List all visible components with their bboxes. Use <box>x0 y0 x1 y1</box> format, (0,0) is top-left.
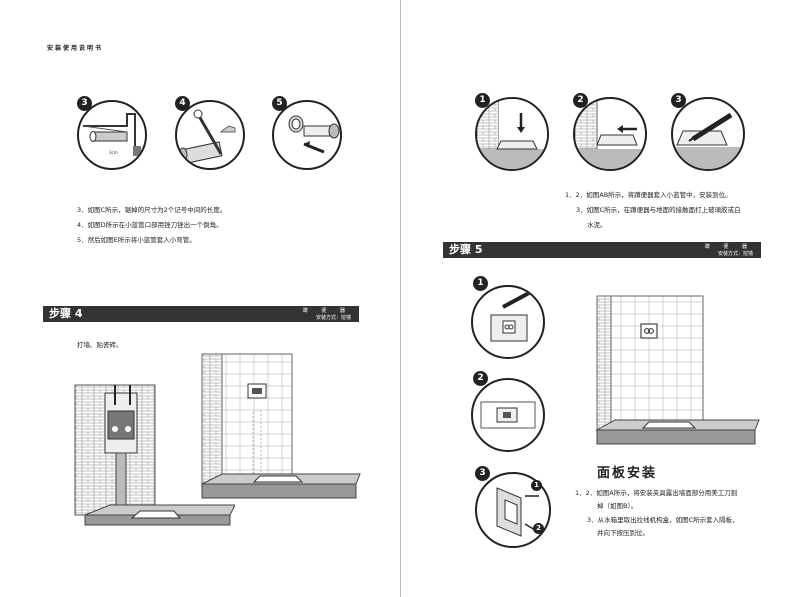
panel-step-2-illustration <box>471 378 545 452</box>
panel-instruction-line: 1．2．如图A所示，将安装夹具露出墙面部分用美工刀割 <box>575 489 738 497</box>
install-step-3-illustration <box>671 97 745 171</box>
instruction-line: 3．如图C所示，锯掉的尺寸为2个记号中间的长度。 <box>77 206 227 214</box>
step-4-illustration <box>175 100 245 170</box>
product-label: 蹲 便 器 <box>704 244 753 250</box>
trimmed-bracket-drawing <box>480 401 536 429</box>
step-number-badge: 1 <box>475 93 490 108</box>
install-step-1-illustration <box>475 97 549 171</box>
instruction-line: 5．然后如图E所示将小蓝管套入小弯管。 <box>77 236 196 244</box>
pan-push-drawing <box>575 99 645 169</box>
install-method-label: 安装方式：挖墙 <box>315 315 351 321</box>
instruction-line: 3．如图C所示，在蹲便器与地面的接触面打上玻璃胶或白 <box>576 206 741 214</box>
step-3-illustration: 3cm <box>77 100 147 170</box>
pipe-insert-drawing <box>288 115 340 154</box>
callout-badge: 2 <box>533 523 544 534</box>
saw-cutting-drawing: 3cm <box>82 113 141 156</box>
mount-panel-drawing <box>496 487 539 537</box>
wall-frame-illustration <box>74 384 235 526</box>
step-number-badge: 5 <box>272 96 287 111</box>
step-number-badge: 1 <box>473 276 488 291</box>
instruction-line: 水泥。 <box>587 221 607 229</box>
callout-badge: 1 <box>531 480 542 491</box>
section-title: 步骤 5 <box>449 243 483 256</box>
install-method-label: 安装方式：挖墙 <box>717 251 753 257</box>
tiled-wall-illustration <box>201 353 361 499</box>
finished-panel-wall-illustration <box>595 295 760 445</box>
panel-instruction-line: 掉（如图B）。 <box>597 502 638 510</box>
step-number-badge: 3 <box>475 466 490 481</box>
panel-instruction-line: 并向下按压到位。 <box>597 529 649 537</box>
right-page: 1 2 3 1．2．如图AB所示，将蹲便器套入小蓝管中，安装到位。 3．如图C所… <box>401 0 801 597</box>
manual-header: 安装使用说明书 <box>47 45 104 52</box>
panel-instruction-line: 3．从水箱里取出拉线机构盒，如图C所示套入隔板， <box>587 516 739 524</box>
step-number-badge: 2 <box>473 371 488 386</box>
product-label: 蹲 便 器 <box>302 308 351 314</box>
step-number-badge: 3 <box>77 96 92 111</box>
svg-text:3cm: 3cm <box>109 150 118 155</box>
instruction-line: 4．如图D所示在小蓝管口部用锉刀锉出一个倒角。 <box>77 221 223 229</box>
pan-insert-drawing <box>477 99 547 169</box>
page-gutter <box>400 0 401 597</box>
step-number-badge: 4 <box>175 96 190 111</box>
cut-bracket-drawing <box>490 291 530 342</box>
instruction-line: 1．2．如图AB所示，将蹲便器套入小蓝管中，安装到位。 <box>565 191 732 199</box>
step-number-badge: 2 <box>573 93 588 108</box>
panel-install-title: 面板安装 <box>597 466 658 481</box>
left-page: 安装使用说明书 3cm 3 4 <box>0 0 400 597</box>
panel-step-1-illustration <box>471 285 545 359</box>
step-number-badge: 3 <box>671 93 686 108</box>
install-step-2-illustration <box>573 97 647 171</box>
section-title: 步骤 4 <box>49 307 83 320</box>
sealant-drawing <box>673 112 743 169</box>
step-5-illustration <box>272 100 342 170</box>
section-bar: 步骤 4 蹲 便 器 安装方式：挖墙 <box>43 306 359 322</box>
file-chamfer-drawing <box>178 109 236 165</box>
section-bar: 步骤 5 蹲 便 器 安装方式：挖墙 <box>443 242 761 258</box>
step-4-instruction: 打墙、贴瓷砖。 <box>77 341 123 349</box>
